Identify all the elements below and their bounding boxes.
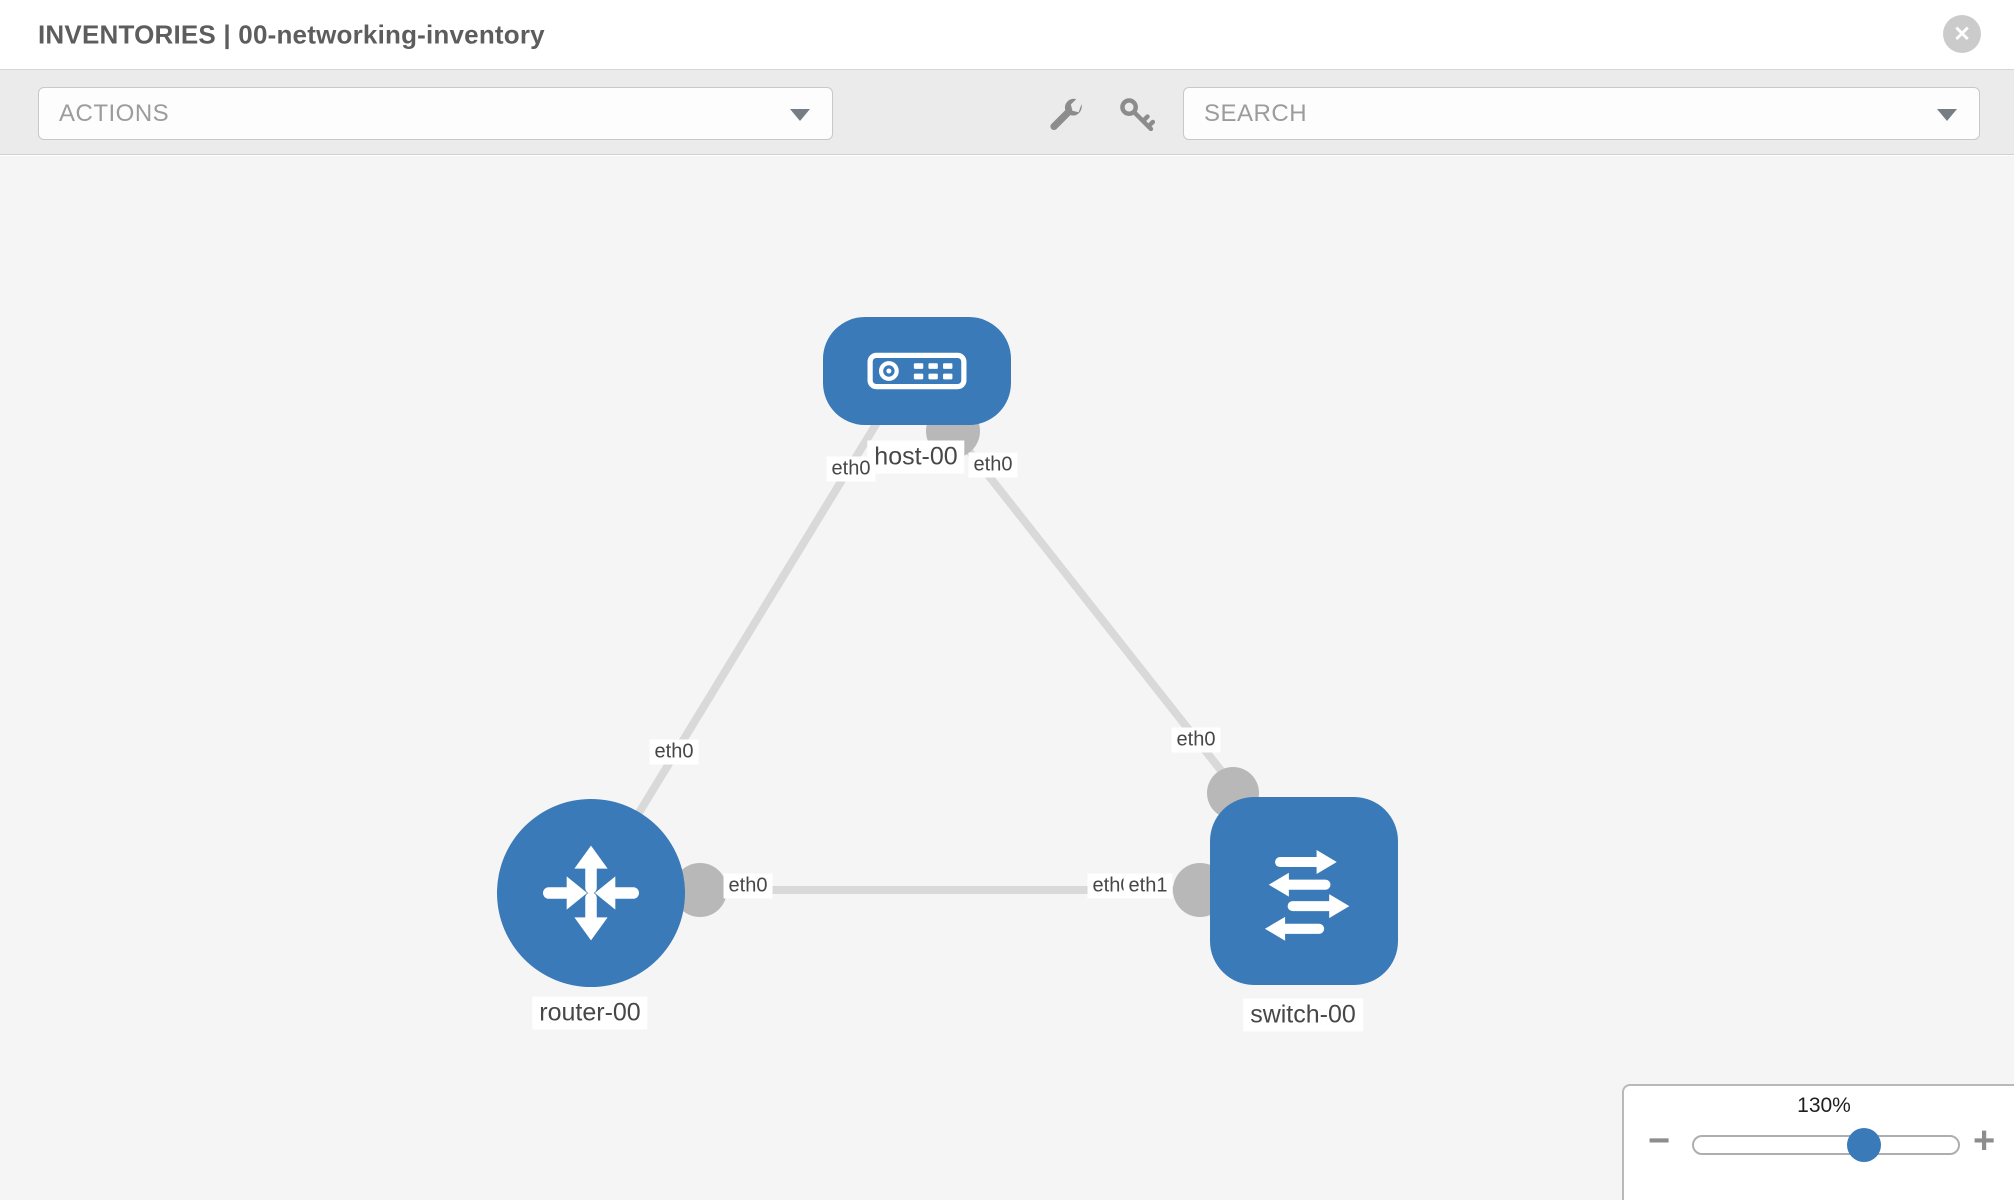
toolbar: ACTIONS SEARCH <box>0 69 2014 155</box>
router-icon <box>543 845 639 941</box>
topology-canvas[interactable] <box>0 156 2014 1200</box>
node-label-switch: switch-00 <box>1243 998 1363 1032</box>
node-host-00[interactable] <box>823 317 1011 425</box>
interface-label-host-left: eth0 <box>826 456 876 482</box>
wrench-icon[interactable] <box>1046 96 1084 134</box>
actions-dropdown[interactable]: ACTIONS <box>38 87 833 140</box>
interface-label-switch-uplink: eth0 <box>1171 727 1221 753</box>
interface-label-router-uplink: eth0 <box>649 739 699 765</box>
link-host-switch[interactable] <box>947 425 1264 823</box>
actions-placeholder: ACTIONS <box>59 99 170 127</box>
node-label-host: host-00 <box>867 440 965 474</box>
title-bar: INVENTORIES | 00-networking-inventory ✕ <box>0 0 2014 69</box>
zoom-out-button[interactable]: − <box>1648 1120 1671 1162</box>
interface-label-host-right: eth0 <box>968 452 1018 478</box>
interface-circles <box>673 404 1259 917</box>
zoom-in-button[interactable]: + <box>1973 1120 1996 1162</box>
zoom-control-panel: 130% − + <box>1622 1084 2014 1200</box>
host-icon <box>867 352 967 390</box>
topology-links <box>586 418 1304 896</box>
interface-label-switch-left-eth1: eth1 <box>1123 873 1173 899</box>
key-icon[interactable] <box>1118 96 1156 134</box>
interface-circle-router-right[interactable] <box>673 863 727 917</box>
zoom-level-readout: 130% <box>1797 1094 1851 1117</box>
node-router-00[interactable] <box>497 799 685 987</box>
zoom-slider-thumb[interactable] <box>1847 1128 1881 1162</box>
search-placeholder: SEARCH <box>1204 99 1308 127</box>
page-title: INVENTORIES | 00-networking-inventory <box>38 19 545 49</box>
chevron-down-icon <box>1937 108 1957 121</box>
zoom-slider-track[interactable] <box>1692 1135 1960 1155</box>
close-button[interactable]: ✕ <box>1943 15 1981 53</box>
interface-label-router-right: eth0 <box>723 873 773 899</box>
search-dropdown[interactable]: SEARCH <box>1183 87 1980 140</box>
close-icon: ✕ <box>1953 22 1971 46</box>
node-label-router: router-00 <box>532 996 648 1030</box>
node-switch-00[interactable] <box>1210 797 1398 985</box>
chevron-down-icon <box>790 108 810 121</box>
switch-icon <box>1264 850 1350 941</box>
